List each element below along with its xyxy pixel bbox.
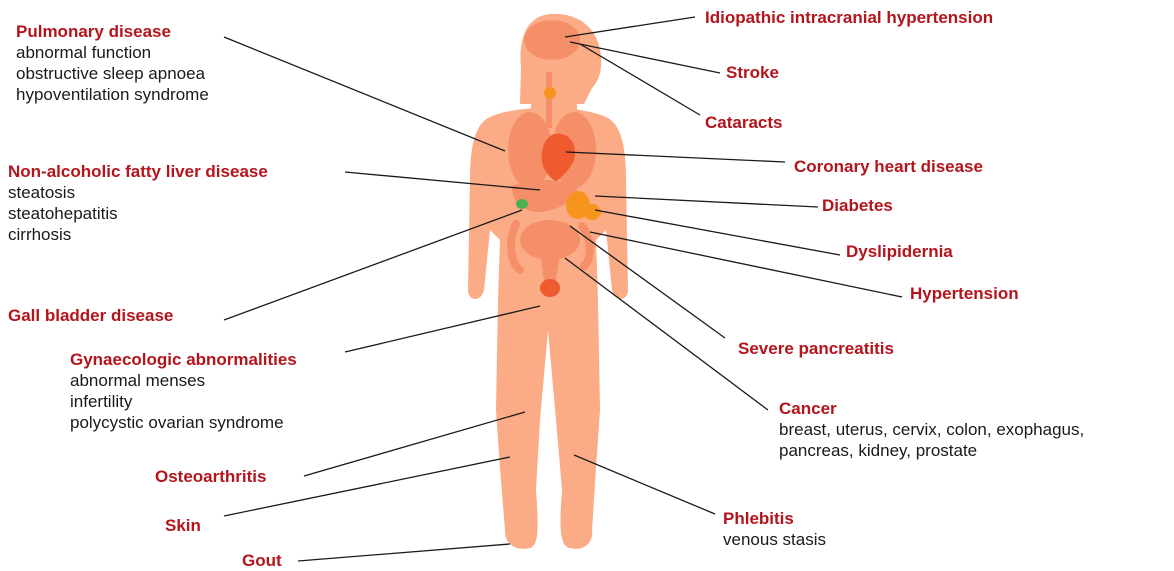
label-nafld: Non-alcoholic fatty liver disease steato… xyxy=(8,161,268,245)
label-pulmonary-detail: abnormal function xyxy=(16,42,209,63)
label-gynaecologic-detail: polycystic ovarian syndrome xyxy=(70,412,297,433)
label-skin: Skin xyxy=(165,515,201,536)
label-gynaecologic-title: Gynaecologic abnormalities xyxy=(70,349,297,370)
label-hypertension-title: Hypertension xyxy=(910,283,1019,304)
label-skin-title: Skin xyxy=(165,515,201,536)
label-gynaecologic-detail: abnormal menses xyxy=(70,370,297,391)
label-stroke: Stroke xyxy=(726,62,779,83)
label-cataracts: Cataracts xyxy=(705,112,783,133)
thyroid-icon xyxy=(544,87,556,99)
bladder-icon xyxy=(540,279,560,297)
label-phlebitis-title: Phlebitis xyxy=(723,508,826,529)
label-pulmonary-detail: obstructive sleep apnoea xyxy=(16,63,209,84)
label-coronary: Coronary heart disease xyxy=(794,156,983,177)
label-gall-bladder: Gall bladder disease xyxy=(8,305,173,326)
label-pulmonary-title: Pulmonary disease xyxy=(16,21,209,42)
label-hypertension: Hypertension xyxy=(910,283,1019,304)
label-gall-bladder-title: Gall bladder disease xyxy=(8,305,173,326)
label-iih: Idiopathic intracranial hypertension xyxy=(705,7,993,28)
label-osteoarthritis: Osteoarthritis xyxy=(155,466,266,487)
label-pancreatitis-title: Severe pancreatitis xyxy=(738,338,894,359)
label-nafld-detail: steatosis xyxy=(8,182,268,203)
label-dyslipidemia-title: Dyslipidernia xyxy=(846,241,953,262)
label-diabetes-title: Diabetes xyxy=(822,195,893,216)
label-coronary-title: Coronary heart disease xyxy=(794,156,983,177)
label-dyslipidemia: Dyslipidernia xyxy=(846,241,953,262)
label-pulmonary: Pulmonary disease abnormal function obst… xyxy=(16,21,209,105)
label-nafld-detail: steatohepatitis xyxy=(8,203,268,224)
pancreas-icon xyxy=(583,204,601,220)
gall-bladder-icon xyxy=(516,199,528,209)
label-iih-title: Idiopathic intracranial hypertension xyxy=(705,7,993,28)
label-cancer-detail: breast, uterus, cervix, colon, exophagus… xyxy=(779,419,1084,440)
label-gout-title: Gout xyxy=(242,550,282,571)
label-gynaecologic-detail: infertility xyxy=(70,391,297,412)
leader-line-gout xyxy=(298,544,510,561)
label-stroke-title: Stroke xyxy=(726,62,779,83)
leader-line-phlebitis xyxy=(574,455,715,514)
label-gout: Gout xyxy=(242,550,282,571)
leader-line-osteoarthritis xyxy=(304,412,525,476)
leader-line-pulmonary xyxy=(224,37,505,151)
label-cancer: Cancer breast, uterus, cervix, colon, ex… xyxy=(779,398,1084,461)
label-gynaecologic: Gynaecologic abnormalities abnormal mens… xyxy=(70,349,297,433)
label-diabetes: Diabetes xyxy=(822,195,893,216)
label-osteoarthritis-title: Osteoarthritis xyxy=(155,466,266,487)
leader-line-skin xyxy=(224,457,510,516)
label-phlebitis-detail: venous stasis xyxy=(723,529,826,550)
leader-line-cataracts xyxy=(580,44,700,115)
label-cancer-detail: pancreas, kidney, prostate xyxy=(779,440,1084,461)
label-pancreatitis: Severe pancreatitis xyxy=(738,338,894,359)
label-pulmonary-detail: hypoventilation syndrome xyxy=(16,84,209,105)
label-cataracts-title: Cataracts xyxy=(705,112,783,133)
label-phlebitis: Phlebitis venous stasis xyxy=(723,508,826,550)
label-cancer-title: Cancer xyxy=(779,398,1084,419)
label-nafld-detail: cirrhosis xyxy=(8,224,268,245)
leader-line-diabetes xyxy=(595,196,818,207)
label-nafld-title: Non-alcoholic fatty liver disease xyxy=(8,161,268,182)
brain-icon xyxy=(524,20,580,60)
leader-line-dyslipidemia xyxy=(595,210,840,255)
trachea-icon xyxy=(546,72,552,128)
